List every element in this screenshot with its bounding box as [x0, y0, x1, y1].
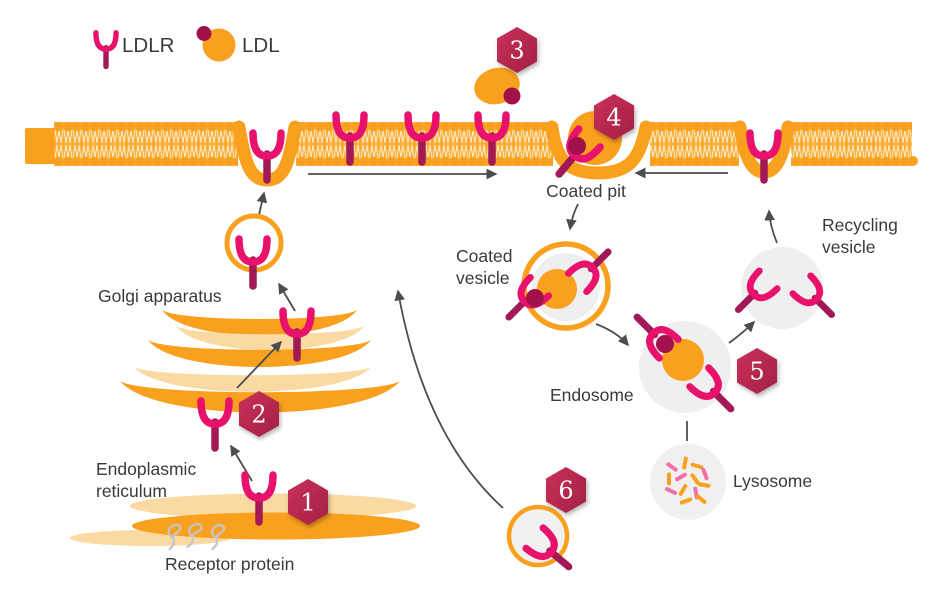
- label-recycling-vesicle-line2: vesicle: [822, 237, 876, 257]
- ldlr-legend-icon: [96, 33, 116, 67]
- pathway-arrows: [230, 167, 778, 509]
- label-er-line2: reticulum: [96, 481, 167, 501]
- legend-ldlr-label: LDLR: [122, 34, 174, 57]
- lysosome: [650, 444, 726, 520]
- arrow-recycle-return: [394, 289, 504, 509]
- step-number: 6: [558, 477, 573, 505]
- endosome: [628, 308, 740, 418]
- endoplasmic-reticulum: [70, 493, 420, 551]
- label-coated-vesicle-line2: vesicle: [456, 268, 510, 288]
- arrow-pit-to-vesicle: [566, 203, 579, 231]
- step-badge-1: 1: [288, 479, 328, 525]
- legend: LDLR LDL: [96, 26, 280, 66]
- label-er-line1: Endoplasmic: [96, 459, 196, 479]
- recycling-vesicle: [729, 247, 840, 329]
- membrane-segment: [54, 122, 238, 166]
- step-number: 2: [251, 401, 266, 429]
- step-badge-3: 3: [497, 27, 537, 73]
- label-lysosome: Lysosome: [733, 471, 812, 491]
- apob-dot: [568, 137, 586, 155]
- step-badge-2: 2: [239, 391, 279, 437]
- label-receptor-protein: Receptor protein: [165, 554, 294, 574]
- coated-pit: [545, 120, 653, 180]
- membrane-left-cap: [25, 128, 56, 164]
- label-recycling-vesicle-line1: Recycling: [822, 215, 898, 235]
- free-ldl-particle: [474, 67, 521, 105]
- coated-vesicle: [500, 243, 617, 331]
- label-coated-vesicle-line1: Coated: [456, 246, 512, 266]
- cell-membrane: [25, 120, 918, 187]
- step-number: 1: [300, 489, 315, 517]
- step-number: 4: [606, 104, 621, 132]
- arrow-recycling-to-membrane: [764, 209, 778, 244]
- step-number: 5: [749, 358, 764, 386]
- arrow-endosome-to-recycling: [728, 320, 756, 344]
- label-coated-pit: Coated pit: [546, 181, 626, 201]
- label-golgi-apparatus: Golgi apparatus: [98, 286, 222, 306]
- membrane-end-dot: [908, 156, 918, 166]
- apob-dot: [503, 87, 521, 105]
- membrane-segment: [650, 122, 739, 166]
- step-badge-4: 4: [594, 94, 634, 140]
- arrow-vesicle-to-endosome: [595, 323, 630, 347]
- step-badge-5: 5: [737, 348, 777, 394]
- step-number: 3: [509, 37, 524, 65]
- transport-vesicle: [224, 213, 284, 286]
- membrane-segment: [791, 122, 912, 166]
- ldl-particle: [662, 339, 704, 381]
- arrow-golgi-internal: [236, 340, 283, 389]
- arrow-golgi-to-transport-vesicle: [278, 282, 296, 312]
- lysosome-fragments: [664, 456, 711, 505]
- legend-ldl-label: LDL: [242, 34, 280, 57]
- apob-dot: [526, 289, 544, 307]
- apob-dot: [656, 335, 674, 353]
- ldl-legend-icon: [196, 26, 236, 62]
- label-endosome: Endosome: [550, 385, 634, 405]
- recycling-transport-vesicle-6: [506, 504, 577, 577]
- step-badge-6: 6: [546, 467, 586, 513]
